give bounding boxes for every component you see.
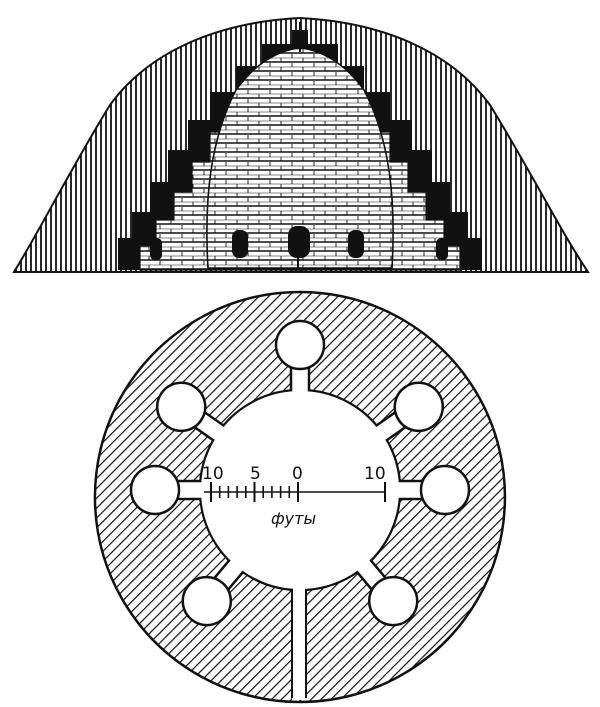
scale-bar: 10 5 0 10 футы	[202, 464, 386, 528]
tomb-elevation	[12, 16, 590, 273]
scale-label-0: 0	[292, 464, 303, 484]
entrance-left	[232, 230, 248, 258]
niche-chambers	[129, 319, 471, 627]
entrance-center	[288, 226, 310, 258]
scale-label-10-right: 10	[364, 464, 386, 484]
entrance-passage	[292, 585, 306, 700]
tomb-plan: 10 5 0 10 футы	[93, 290, 507, 704]
scale-ticks	[210, 482, 386, 502]
scale-unit: футы	[271, 509, 316, 528]
scale-label-5: 5	[250, 464, 261, 484]
central-chamber	[201, 391, 399, 589]
scale-label-10-left: 10	[202, 464, 224, 484]
entrance-right	[348, 230, 364, 258]
